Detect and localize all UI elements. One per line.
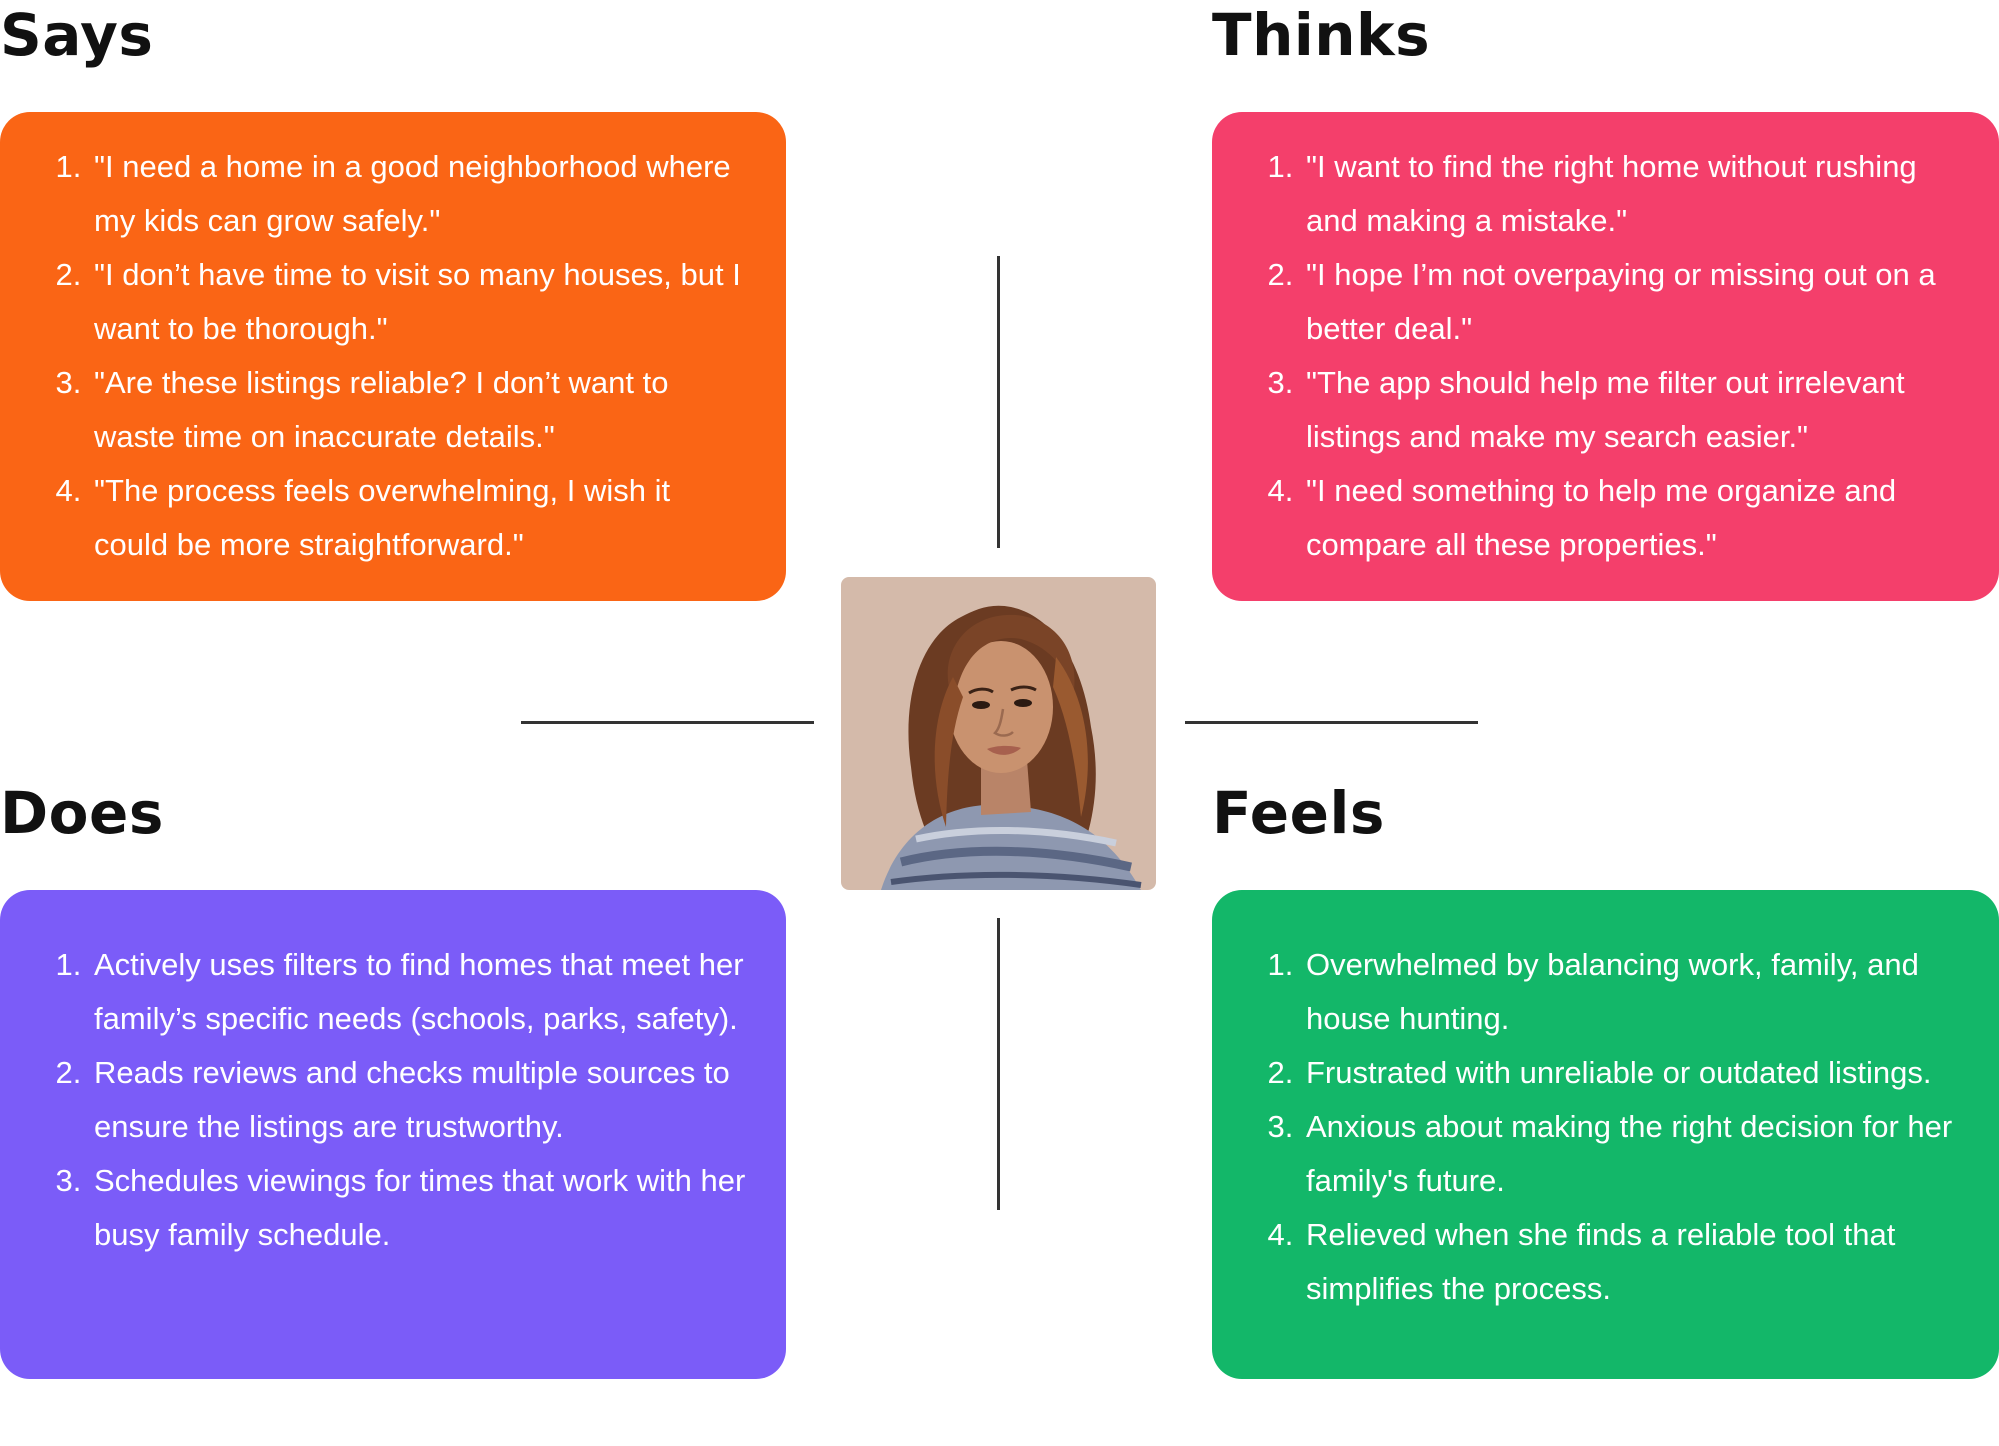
feels-item: Frustrated with unreliable or outdated l… (1302, 1046, 1959, 1100)
feels-list: Overwhelmed by balancing work, family, a… (1248, 938, 1959, 1316)
connector-line-top (997, 256, 1000, 548)
does-item: Schedules viewings for times that work w… (90, 1154, 746, 1262)
connector-line-right (1185, 721, 1478, 724)
connector-line-left (521, 721, 814, 724)
hair-strand-left (934, 677, 963, 827)
nose (993, 708, 1014, 737)
says-item: "Are these listings reliable? I don’t wa… (90, 356, 746, 464)
thinks-item: "The app should help me filter out irrel… (1302, 356, 1959, 464)
brow-right (1010, 685, 1037, 692)
feels-item: Overwhelmed by balancing work, family, a… (1302, 938, 1959, 1046)
feels-item: Relieved when she finds a reliable tool … (1302, 1208, 1959, 1316)
thinks-item: "I want to find the right home without r… (1302, 140, 1959, 248)
blanket-stripe-3 (890, 871, 1142, 888)
does-list: Actively uses filters to find homes that… (36, 938, 746, 1262)
thinks-item: "I need something to help me organize an… (1302, 464, 1959, 572)
hair-front (944, 614, 1075, 727)
does-item: Reads reviews and checks multiple source… (90, 1046, 746, 1154)
feels-card: Overwhelmed by balancing work, family, a… (1212, 890, 1999, 1379)
blanket-stripe-1 (899, 846, 1132, 872)
says-heading: Says (0, 1, 154, 69)
thinks-heading: Thinks (1212, 1, 1431, 69)
says-item: "I don’t have time to visit so many hous… (90, 248, 746, 356)
thinks-card: "I want to find the right home without r… (1212, 112, 1999, 601)
does-card: Actively uses filters to find homes that… (0, 890, 786, 1379)
says-item: "The process feels overwhelming, I wish … (90, 464, 746, 572)
thinks-list: "I want to find the right home without r… (1248, 140, 1959, 572)
feels-item: Anxious about making the right decision … (1302, 1100, 1959, 1208)
persona-photo (841, 577, 1156, 890)
eye-left (972, 701, 990, 709)
eye-right (1014, 699, 1032, 707)
says-list: "I need a home in a good neighborhood wh… (36, 140, 746, 572)
face (949, 641, 1053, 773)
does-heading: Does (0, 779, 164, 847)
persona-illustration (841, 577, 1156, 890)
does-item: Actively uses filters to find homes that… (90, 938, 746, 1046)
connector-line-bottom (997, 918, 1000, 1210)
blanket-stripe-2 (915, 826, 1117, 847)
says-item: "I need a home in a good neighborhood wh… (90, 140, 746, 248)
hair-strand-right (1053, 657, 1088, 817)
says-card: "I need a home in a good neighborhood wh… (0, 112, 786, 601)
brow-left (968, 687, 994, 695)
feels-heading: Feels (1212, 779, 1385, 847)
lips (987, 745, 1021, 755)
thinks-item: "I hope I’m not overpaying or missing ou… (1302, 248, 1959, 356)
